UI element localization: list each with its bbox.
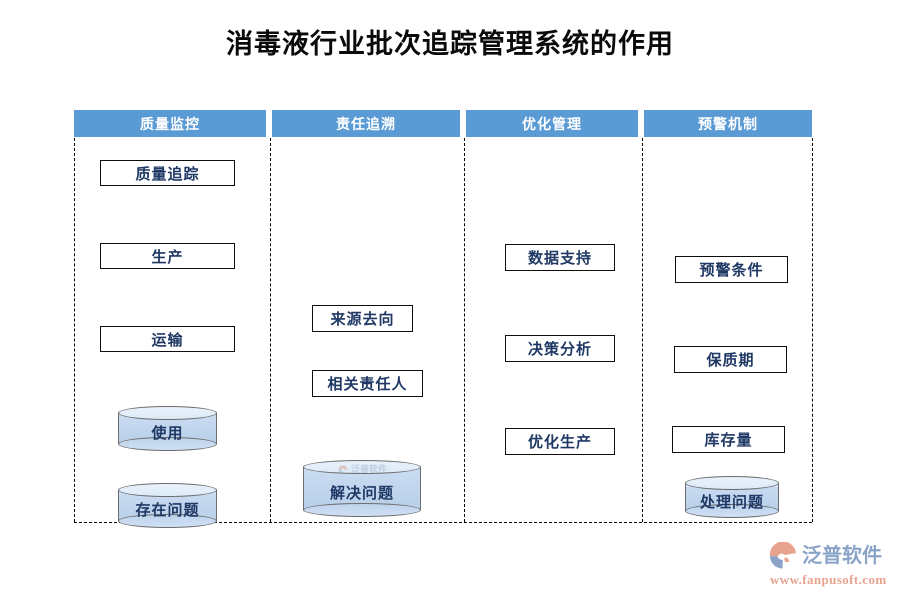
cylinder-top [303, 460, 421, 474]
node-production[interactable]: 生产 [100, 243, 235, 269]
swimlane-diagram: 质量监控 责任追溯 优化管理 预警机制 质量追踪 生产 运输 使用 存在问题 来… [74, 110, 813, 528]
brand-name: 泛普软件 [802, 544, 882, 567]
column-header-quality-monitoring[interactable]: 质量监控 [74, 110, 266, 137]
lane-divider-3 [642, 138, 643, 522]
node-resolve-problems[interactable]: 泛普软件 解决问题 [303, 460, 421, 517]
lane-optimization-management: 数据支持 决策分析 优化生产 [464, 138, 642, 522]
node-quality-tracking[interactable]: 质量追踪 [100, 160, 235, 186]
node-usage-label: 使用 [151, 426, 184, 442]
lane-warning-mechanism: 预警条件 保质期 库存量 处理问题 [642, 138, 812, 522]
column-header-responsibility-tracing[interactable]: 责任追溯 [272, 110, 460, 137]
cylinder-top [685, 476, 779, 490]
node-handle-problems[interactable]: 处理问题 [685, 476, 779, 518]
node-resolve-problems-label: 解决问题 [329, 486, 394, 502]
cylinder-bottom [303, 503, 421, 517]
node-existing-problems-label: 存在问题 [135, 503, 200, 519]
node-decision-analysis[interactable]: 决策分析 [505, 335, 615, 362]
brand-url: www.fanpusoft.com [770, 572, 887, 587]
cylinder-top [118, 483, 217, 497]
node-stock-quantity[interactable]: 库存量 [672, 426, 785, 453]
node-source-destination[interactable]: 来源去向 [312, 305, 413, 332]
column-header-optimization-management[interactable]: 优化管理 [466, 110, 638, 137]
lane-divider-2 [464, 138, 465, 522]
column-header-row: 质量监控 责任追溯 优化管理 预警机制 [74, 110, 812, 137]
node-data-support[interactable]: 数据支持 [505, 244, 615, 271]
node-optimize-production[interactable]: 优化生产 [505, 428, 615, 455]
cylinder-bottom [685, 504, 779, 518]
brand-logo: 泛普软件 www.fanpusoft.com [768, 541, 894, 592]
column-header-warning-mechanism[interactable]: 预警机制 [644, 110, 812, 137]
node-responsible-person[interactable]: 相关责任人 [312, 370, 423, 397]
lane-divider-left [74, 138, 75, 522]
node-usage[interactable]: 使用 [118, 406, 217, 451]
lane-divider-right [812, 138, 813, 522]
node-shelf-life[interactable]: 保质期 [674, 346, 787, 373]
lane-responsibility-tracing: 来源去向 相关责任人 泛普软件 解决问题 [270, 138, 464, 522]
node-transport[interactable]: 运输 [100, 326, 235, 352]
brand-row: 泛普软件 [768, 541, 882, 569]
page-title: 消毒液行业批次追踪管理系统的作用 [226, 29, 674, 59]
node-existing-problems[interactable]: 存在问题 [118, 483, 217, 528]
cylinder-top [118, 406, 217, 420]
fanpu-logo-icon [768, 541, 798, 569]
lane-divider-bottom [74, 522, 812, 523]
lane-divider-1 [270, 138, 271, 522]
node-handle-problems-label: 处理问题 [699, 494, 764, 511]
lane-quality-monitoring: 质量追踪 生产 运输 使用 存在问题 [74, 138, 270, 528]
node-warning-conditions[interactable]: 预警条件 [675, 256, 788, 283]
cylinder-bottom [118, 514, 217, 528]
cylinder-bottom [118, 437, 217, 451]
